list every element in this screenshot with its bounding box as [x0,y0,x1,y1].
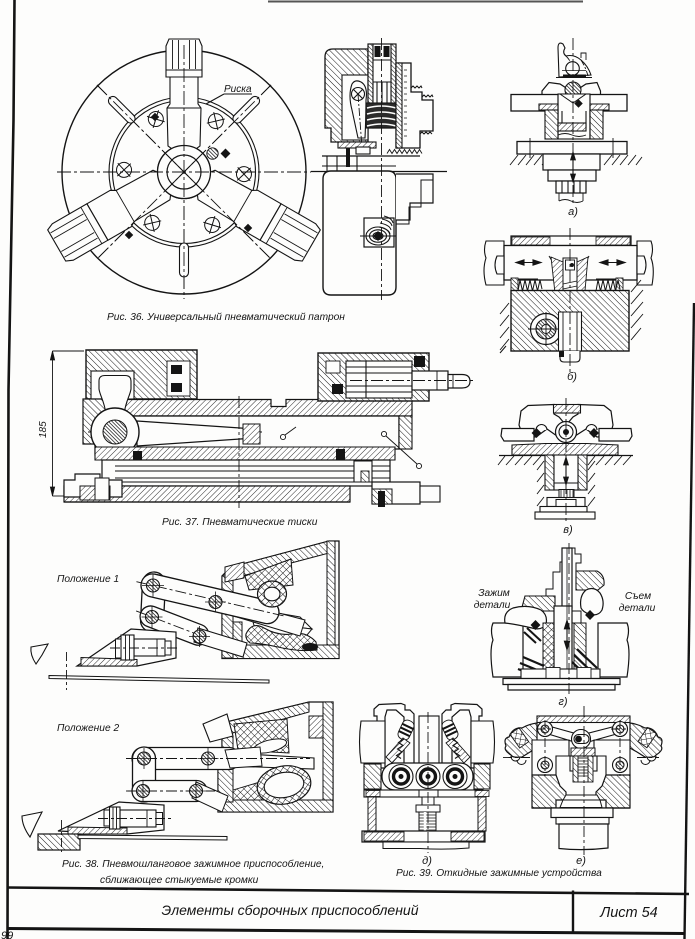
svg-text:Рис. 36. Универсальный пневм: Рис. 36. Универсальный пневматический па… [107,312,345,323]
svg-text:детали: детали [474,600,511,611]
svg-text:Рис. 37. Пневматические тиск: Рис. 37. Пневматические тиски [162,517,318,528]
svg-text:сближающее стыкуемые кромки: сближающее стыкуемые кромки [100,874,259,886]
svg-text:Элементы сборочных приспособ: Элементы сборочных приспособлений [161,902,418,918]
svg-text:Лист 54: Лист 54 [599,905,658,921]
svg-text:Положение 2: Положение 2 [57,723,119,734]
svg-text:185: 185 [38,421,49,438]
svg-text:Съем: Съем [625,591,651,602]
svg-text:б): б) [567,371,577,383]
svg-text:Рис. 39. Откидные зажимные: Рис. 39. Откидные зажимные устройства [396,868,602,879]
svg-text:99: 99 [1,930,13,939]
svg-text:е): е) [576,855,586,867]
svg-text:детали: детали [619,603,656,614]
svg-text:г): г) [558,696,567,708]
svg-text:а): а) [568,206,578,218]
svg-text:в): в) [563,524,573,536]
svg-text:Зажим: Зажим [478,588,510,599]
svg-text:д): д) [422,855,432,867]
svg-text:Рис. 38. Пневмошланговое заж: Рис. 38. Пневмошланговое зажимное приспо… [62,858,324,870]
svg-text:Положение 1: Положение 1 [57,574,119,585]
svg-text:Риска: Риска [224,84,252,95]
